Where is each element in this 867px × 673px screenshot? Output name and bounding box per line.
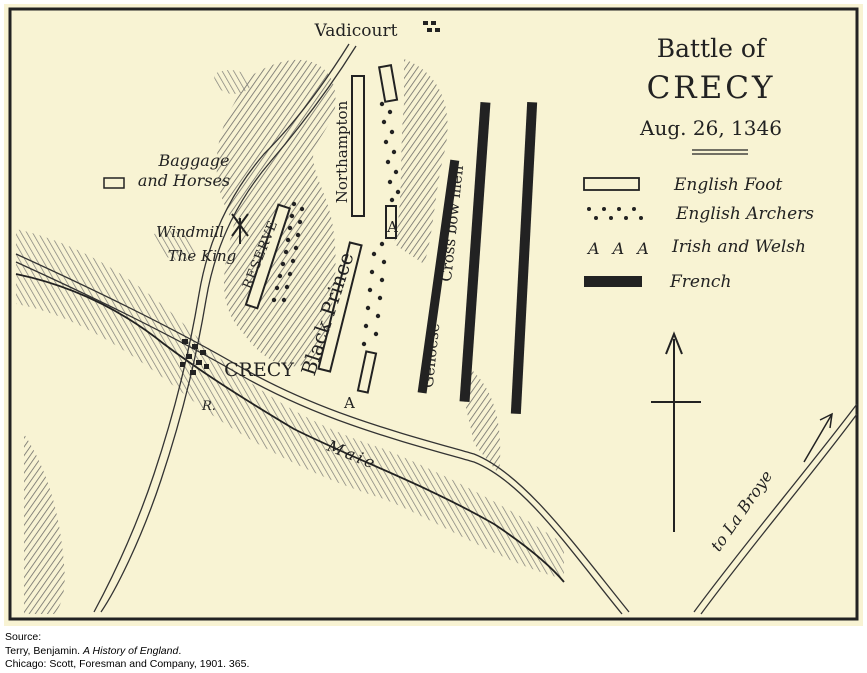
label-the-king: The King: [168, 247, 237, 265]
battle-map: A A Battle of CRECY Aug. 26, 1346 Englis…: [4, 4, 863, 626]
english-foot-units: [244, 64, 399, 394]
caption-publisher: Chicago: Scott, Foresman and Company, 19…: [5, 658, 250, 670]
caption-author: Terry, Benjamin.: [5, 644, 83, 657]
legend-archers-symbol: [587, 207, 643, 220]
crecy-town: [180, 339, 209, 375]
windmill-icon: [231, 213, 249, 244]
caption-period: .: [178, 644, 182, 657]
label-river-r: R.: [201, 399, 216, 414]
map-border: [8, 7, 859, 621]
north-arrow-icon: [651, 331, 701, 532]
label-northampton: Northampton: [333, 100, 351, 203]
legend-french: French: [669, 272, 731, 292]
legend-foot-symbol: [583, 177, 640, 191]
irish-marker: A: [386, 218, 398, 236]
label-crecy: CRECY: [224, 359, 294, 381]
river-valley: [16, 229, 564, 614]
legend-irish-welsh: Irish and Welsh: [671, 237, 806, 257]
map-date: Aug. 26, 1346: [639, 116, 782, 140]
label-horses: and Horses: [138, 171, 230, 190]
label-windmill: Windmill: [156, 223, 224, 241]
map-title: Battle of: [657, 34, 767, 63]
baggage-marker: [103, 177, 125, 189]
source-caption: Source: Terry, Benjamin. A History of En…: [5, 631, 249, 672]
english-archers-units: [271, 101, 401, 347]
map-legend: English Foot English Archers A A A Irish…: [583, 175, 814, 292]
map-title-crecy: CRECY: [647, 70, 776, 106]
river-maie: [15, 273, 565, 583]
la-broye-arrow-icon: [803, 412, 833, 463]
legend-irish-symbol: A A A: [586, 239, 653, 258]
label-baggage: Baggage: [157, 151, 229, 170]
caption-book-title: A History of England: [83, 644, 179, 657]
vadicourt-village: [423, 21, 440, 32]
legend-english-foot: English Foot: [673, 175, 783, 195]
irish-marker: A: [343, 394, 355, 412]
caption-source-label: Source:: [5, 631, 42, 643]
legend-english-archers: English Archers: [675, 204, 814, 224]
legend-french-symbol: [584, 276, 642, 287]
roads: [15, 43, 858, 615]
french-lines: [417, 101, 538, 415]
label-vadicourt: Vadicourt: [314, 21, 398, 41]
caption-citation: Terry, Benjamin. A History of England.: [5, 645, 249, 659]
